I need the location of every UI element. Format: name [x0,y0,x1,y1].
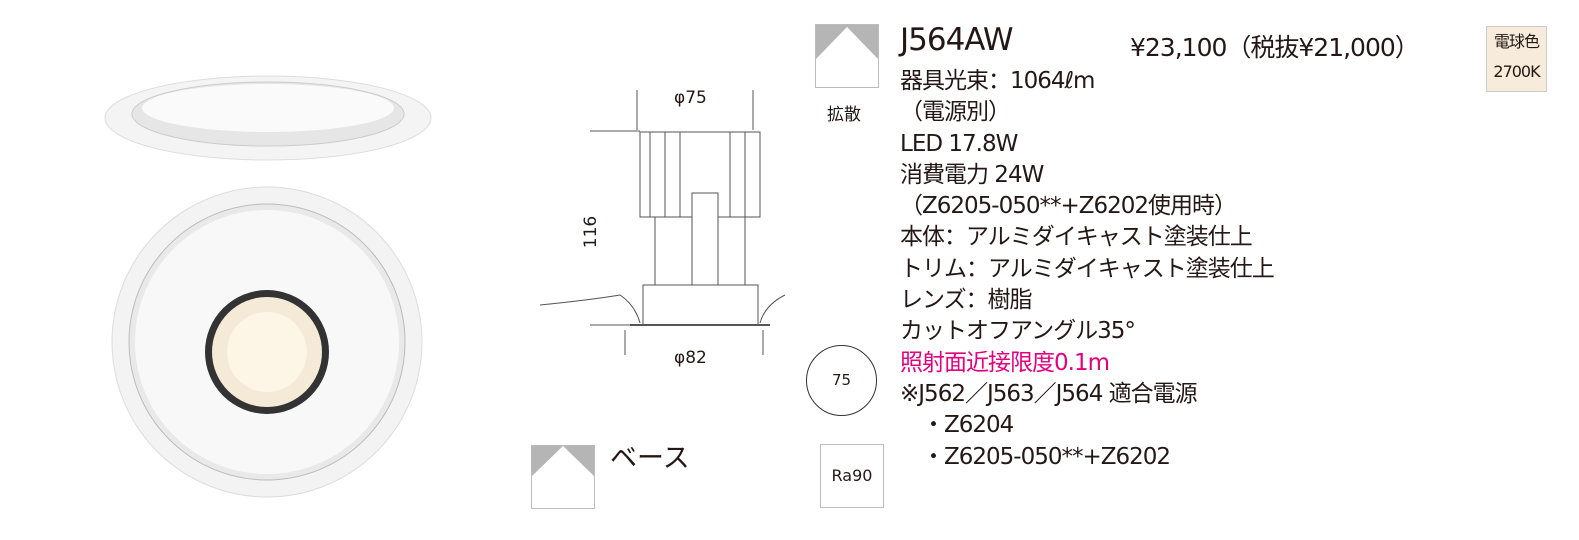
spec-line: 器具光束：1064ℓm [900,68,1095,94]
top-width-dimension: φ75 [674,88,707,108]
product-photo [104,75,432,498]
color-name: 電球色 [1493,32,1540,51]
diffuse-beam-icon [815,24,879,88]
spec-line: ・Z6204 [900,412,1014,439]
ra-badge: Ra90 [820,444,884,508]
spec-line: ※J562／J563／J564 適合電源 [900,380,1198,407]
ra-label: Ra90 [831,466,873,485]
spec-line: （電源別） [900,99,1011,126]
base-label: ベース [610,443,690,474]
spec-line: ・Z6205-050**+Z6202 [900,443,1171,470]
spec-line: 本体：アルミダイキャスト塗装仕上 [900,224,1253,251]
spec-line: 消費電力 24W [900,161,1044,188]
spec-list: 器具光束：1064ℓm （電源別） LED 17.8W 消費電力 24W （Z6… [900,66,1275,473]
cutout-diameter-icon: 75 [806,345,877,416]
price: ¥23,100（税抜¥21,000） [1130,33,1420,62]
color-temperature-badge: 電球色 2700K [1486,26,1547,92]
spec-line: LED 17.8W [900,130,1018,157]
base-icon [531,445,595,509]
dimension-drawing [539,90,786,355]
spec-line: レンズ：樹脂 [900,287,1033,314]
bottom-width-dimension: φ82 [674,348,707,368]
height-dimension: 116 [581,215,602,249]
color-kelvin: 2700K [1493,62,1540,81]
spec-line: （Z6205-050**+Z6202使用時） [900,193,1237,220]
spec-line: カットオフアングル35° [900,318,1136,345]
spec-line: トリム：アルミダイキャスト塗装仕上 [900,255,1275,282]
cutout-label: 75 [831,371,852,389]
diffuse-label: 拡散 [827,105,861,125]
spec-line-warning: 照射面近接限度0.1m [900,349,1110,376]
model-number: J564AW [900,22,1013,58]
